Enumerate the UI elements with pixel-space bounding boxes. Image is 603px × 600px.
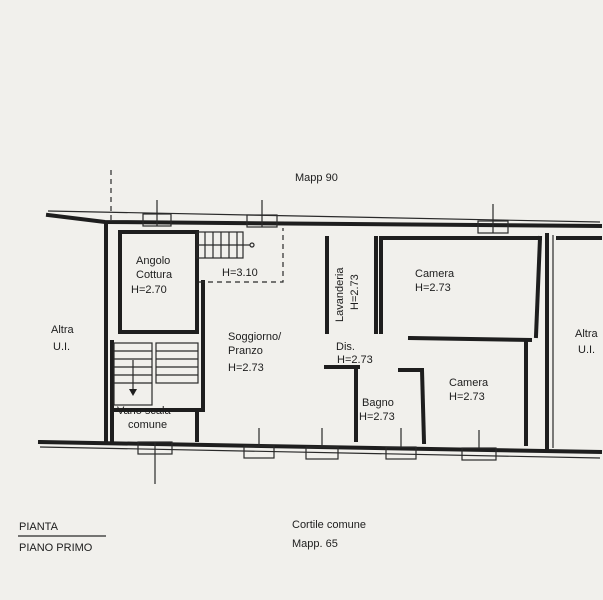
room-pranzo-label: Pranzo (228, 345, 263, 357)
north-wall (45, 212, 603, 229)
caption-subtitle: PIANO PRIMO (19, 542, 93, 554)
south-wall-edge (39, 446, 601, 459)
neighbor-right-label-1: Altra (575, 328, 599, 340)
window (461, 430, 497, 461)
room-cottura-label: Cottura (136, 269, 173, 281)
window (142, 200, 172, 227)
common-stairs (113, 342, 199, 406)
room-camera1-label: Camera (415, 268, 455, 280)
room-bagno-height: H=2.73 (359, 411, 395, 423)
window (385, 428, 417, 460)
room-lavanderia-label: Lavanderia (334, 267, 346, 322)
window (477, 204, 509, 234)
room-dis-label: Dis. (336, 341, 355, 353)
interior-walls (110, 230, 543, 446)
neighbor-left-label-1: Altra (51, 324, 75, 336)
window (137, 441, 173, 484)
neighbor-right-label-2: U.I. (578, 344, 595, 356)
landing-stairs (196, 231, 255, 259)
neighbor-top-label: Mapp 90 (295, 172, 338, 184)
room-soggiorno-label: Soggiorno/ (228, 331, 282, 343)
room-lavanderia-height: H=2.73 (349, 274, 361, 310)
camera1-wall-right (533, 235, 543, 339)
north-wall-edge (47, 210, 601, 223)
camera1-wall-bottom (407, 335, 533, 343)
window (246, 200, 278, 228)
window (243, 428, 275, 459)
landing-dashed-outline (199, 228, 284, 283)
window (305, 428, 339, 460)
room-bagno-label: Bagno (362, 397, 394, 409)
room-camera1-height: H=2.73 (415, 282, 451, 294)
room-dis-height: H=2.73 (337, 354, 373, 366)
courtyard-label: Cortile comune (292, 519, 366, 531)
room-angolo-height: H=2.70 (131, 284, 167, 296)
room-camera2-label: Camera (449, 377, 489, 389)
room-vano-scala-label: Vano scala (117, 405, 171, 417)
landing-height: H=3.10 (222, 267, 258, 279)
caption-title: PIANTA (19, 521, 59, 533)
neighbor-left-label-2: U.I. (53, 341, 70, 353)
bagno-camera-wall (419, 367, 427, 445)
room-soggiorno-height: H=2.73 (228, 362, 264, 374)
windows (137, 200, 509, 484)
room-vano-scala-sub: comune (128, 419, 167, 431)
room-angolo-label: Angolo (136, 255, 170, 267)
courtyard-map-label: Mapp. 65 (292, 538, 338, 550)
room-camera2-height: H=2.73 (449, 391, 485, 403)
